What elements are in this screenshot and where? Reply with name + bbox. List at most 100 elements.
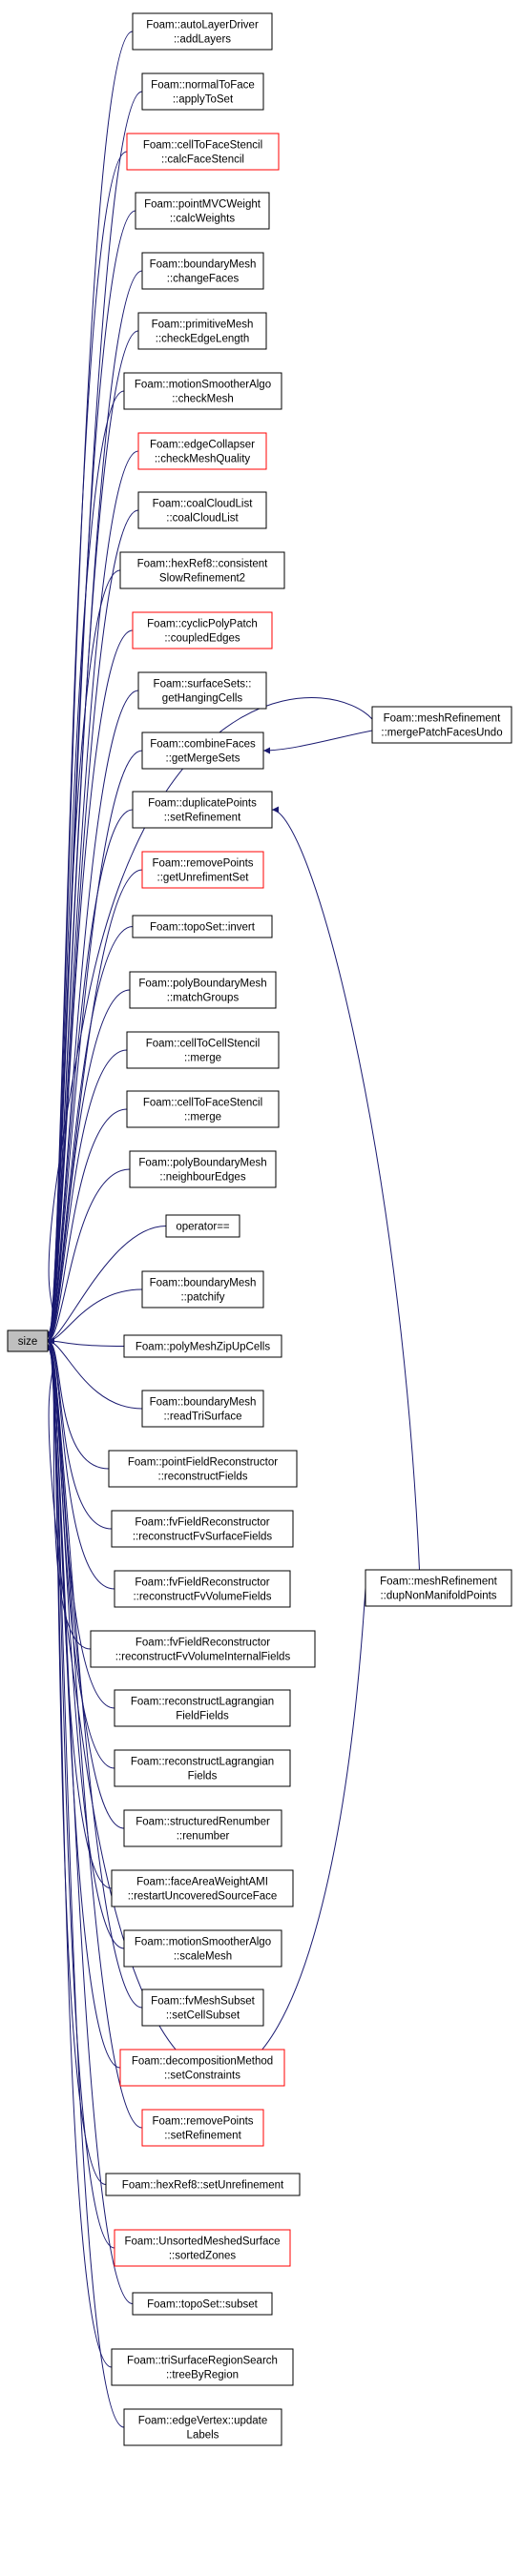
node-structuredRenumber[interactable]: Foam::structuredRenumber::renumber: [123, 1809, 282, 1847]
node-hexRef8-setunref[interactable]: Foam::hexRef8::setUnrefinement: [105, 2173, 301, 2196]
node-boundaryMesh-read[interactable]: Foam::boundaryMesh::readTriSurface: [141, 1390, 264, 1428]
node-box: [137, 432, 267, 470]
node-label-line: ::neighbourEdges: [159, 1172, 245, 1184]
node-box: [123, 1929, 282, 1968]
node-label-line: Foam::duplicatePoints: [148, 798, 257, 810]
node-box: [123, 2408, 282, 2446]
node-box: [123, 372, 282, 410]
node-pointMVCWeight[interactable]: Foam::pointMVCWeight::calcWeights: [135, 192, 270, 230]
node-boundaryMesh-patchify[interactable]: Foam::boundaryMesh::patchify: [141, 1270, 264, 1309]
call-edge: [271, 806, 420, 1571]
node-label-line: ::coupledEdges: [164, 633, 240, 645]
node-cyclicPolyPatch[interactable]: Foam::cyclicPolyPatch::coupledEdges: [132, 611, 273, 649]
node-label-line: ::merge: [184, 1053, 221, 1064]
node-label-line: ::treeByRegion: [166, 2370, 239, 2381]
node-label-line: Foam::autoLayerDriver: [146, 20, 259, 31]
node-label-line: ::reconstructFvSurfaceFields: [133, 1532, 273, 1543]
node-label-line: Foam::motionSmootherAlgo: [135, 1937, 271, 1948]
node-surfaceSets[interactable]: Foam::surfaceSets::getHangingCells: [137, 671, 267, 710]
node-combineFaces[interactable]: Foam::combineFaces::getMergeSets: [141, 732, 264, 770]
call-edge: [47, 1337, 115, 1590]
node-label-line: Foam::fvFieldReconstructor: [135, 1517, 269, 1529]
node-triSurfaceRegionSearch[interactable]: Foam::triSurfaceRegionSearch::treeByRegi…: [111, 2348, 294, 2386]
node-box: [119, 551, 285, 589]
call-edge: [47, 989, 131, 1345]
node-label-line: Foam::motionSmootherAlgo: [135, 380, 271, 391]
call-edge: [47, 1337, 143, 2009]
node-label-line: ::matchGroups: [167, 993, 240, 1004]
node-box: [114, 1689, 291, 1727]
node-polyBoundaryMesh-neigh[interactable]: Foam::polyBoundaryMesh::neighbourEdges: [129, 1150, 277, 1188]
node-unsortedMeshedSurface[interactable]: Foam::UnsortedMeshedSurface::sortedZones: [114, 2229, 291, 2267]
node-label-line: Foam::cellToFaceStencil: [143, 1098, 262, 1109]
node-meshRefinement-merge[interactable]: Foam::meshRefinement::mergePatchFacesUnd…: [371, 706, 512, 744]
node-label-line: ::getMergeSets: [166, 753, 240, 765]
node-box: [141, 1390, 264, 1428]
node-label-line: size: [18, 1336, 37, 1348]
call-edge: [47, 1226, 167, 1345]
node-label-line: SlowRefinement2: [159, 573, 245, 585]
node-cellToFaceStencil-calc[interactable]: Foam::cellToFaceStencil::calcFaceStencil: [126, 133, 280, 171]
node-root-size[interactable]: size: [7, 1329, 49, 1352]
node-autoLayerDriver[interactable]: Foam::autoLayerDriver::addLayers: [132, 12, 273, 51]
node-faceAreaWeightAMI[interactable]: Foam::faceAreaWeightAMI::restartUncovere…: [111, 1869, 294, 1907]
node-label-line: ::applyToSet: [173, 94, 234, 106]
node-box: [126, 1031, 280, 1069]
node-fvMeshSubset[interactable]: Foam::fvMeshSubset::setCellSubset: [141, 1989, 264, 2027]
node-removePoints-unref[interactable]: Foam::removePoints::getUnrefimentSet: [141, 851, 264, 889]
node-meshRefinement-dup[interactable]: Foam::meshRefinement::dupNonManifoldPoin…: [365, 1569, 512, 1607]
node-removePoints-setref[interactable]: Foam::removePoints::setRefinement: [141, 2109, 264, 2147]
node-label-line: ::renumber: [177, 1831, 230, 1843]
node-box: [132, 791, 273, 829]
node-duplicatePoints[interactable]: Foam::duplicatePoints::setRefinement: [132, 791, 273, 829]
node-primitiveMesh[interactable]: Foam::primitiveMesh::checkEdgeLength: [137, 312, 267, 350]
node-fvFieldReconstructor-internal[interactable]: Foam::fvFieldReconstructor::reconstructF…: [90, 1630, 316, 1668]
node-label-line: ::calcFaceStencil: [161, 155, 244, 166]
node-label-line: operator==: [176, 1222, 230, 1233]
call-edge: [47, 151, 128, 1345]
call-edge: [47, 1337, 143, 2129]
node-normalToFace[interactable]: Foam::normalToFace::applyToSet: [141, 72, 264, 111]
node-label-line: getHangingCells: [162, 693, 243, 705]
node-topoSet-invert[interactable]: Foam::topoSet::invert: [132, 915, 273, 938]
node-label-line: ::addLayers: [174, 34, 231, 46]
node-label-line: Foam::hexRef8::setUnrefinement: [122, 2180, 284, 2192]
node-polyBoundaryMesh-match[interactable]: Foam::polyBoundaryMesh::matchGroups: [129, 971, 277, 1009]
node-edgeCollapser[interactable]: Foam::edgeCollapser::checkMeshQuality: [137, 432, 267, 470]
node-label-line: Labels: [187, 2430, 219, 2442]
node-operator-eq[interactable]: operator==: [165, 1214, 240, 1238]
node-fvFieldReconstructor-surface[interactable]: Foam::fvFieldReconstructor::reconstructF…: [111, 1510, 294, 1548]
node-boundaryMesh-change[interactable]: Foam::boundaryMesh::changeFaces: [141, 252, 264, 290]
node-topoSet-subset[interactable]: Foam::topoSet::subset: [132, 2292, 273, 2316]
call-edge: [47, 1337, 113, 2368]
node-decompositionMethod[interactable]: Foam::decompositionMethod::setConstraint…: [119, 2049, 285, 2087]
node-cellToFaceStencil-merge[interactable]: Foam::cellToFaceStencil::merge: [126, 1090, 280, 1128]
node-label-line: Foam::decompositionMethod: [132, 2056, 273, 2068]
node-label-line: Foam::cyclicPolyPatch: [147, 619, 258, 630]
node-box: [371, 706, 512, 744]
node-label-line: ::calcWeights: [170, 214, 235, 225]
node-polyMeshZipUpCells[interactable]: Foam::polyMeshZipUpCells: [123, 1334, 282, 1358]
node-cellToCellStencil[interactable]: Foam::cellToCellStencil::merge: [126, 1031, 280, 1069]
node-label-line: Foam::triSurfaceRegionSearch: [127, 2356, 278, 2367]
node-box: [132, 2292, 273, 2316]
node-label-line: ::reconstructFvVolumeFields: [133, 1592, 271, 1603]
node-label-line: Foam::hexRef8::consistent: [137, 559, 269, 570]
node-coalCloudList[interactable]: Foam::coalCloudList::coalCloudList: [137, 491, 267, 529]
node-box: [108, 1450, 298, 1488]
node-label-line: ::reconstructFvVolumeInternalFields: [115, 1652, 291, 1663]
call-edge: [47, 1168, 131, 1345]
call-edge: [262, 730, 373, 754]
node-pointFieldReconstructor[interactable]: Foam::pointFieldReconstructor::reconstru…: [108, 1450, 298, 1488]
node-motionSmootherAlgo-scale[interactable]: Foam::motionSmootherAlgo::scaleMesh: [123, 1929, 282, 1968]
node-fvFieldReconstructor-volume[interactable]: Foam::fvFieldReconstructor::reconstructF…: [114, 1570, 291, 1608]
call-edge: [47, 1108, 128, 1345]
node-motionSmootherAlgo-check[interactable]: Foam::motionSmootherAlgo::checkMesh: [123, 372, 282, 410]
node-label-line: Foam::meshRefinement: [380, 1577, 498, 1588]
node-label-line: Foam::fvFieldReconstructor: [135, 1577, 269, 1589]
node-label-line: Foam::polyMeshZipUpCells: [136, 1342, 270, 1353]
